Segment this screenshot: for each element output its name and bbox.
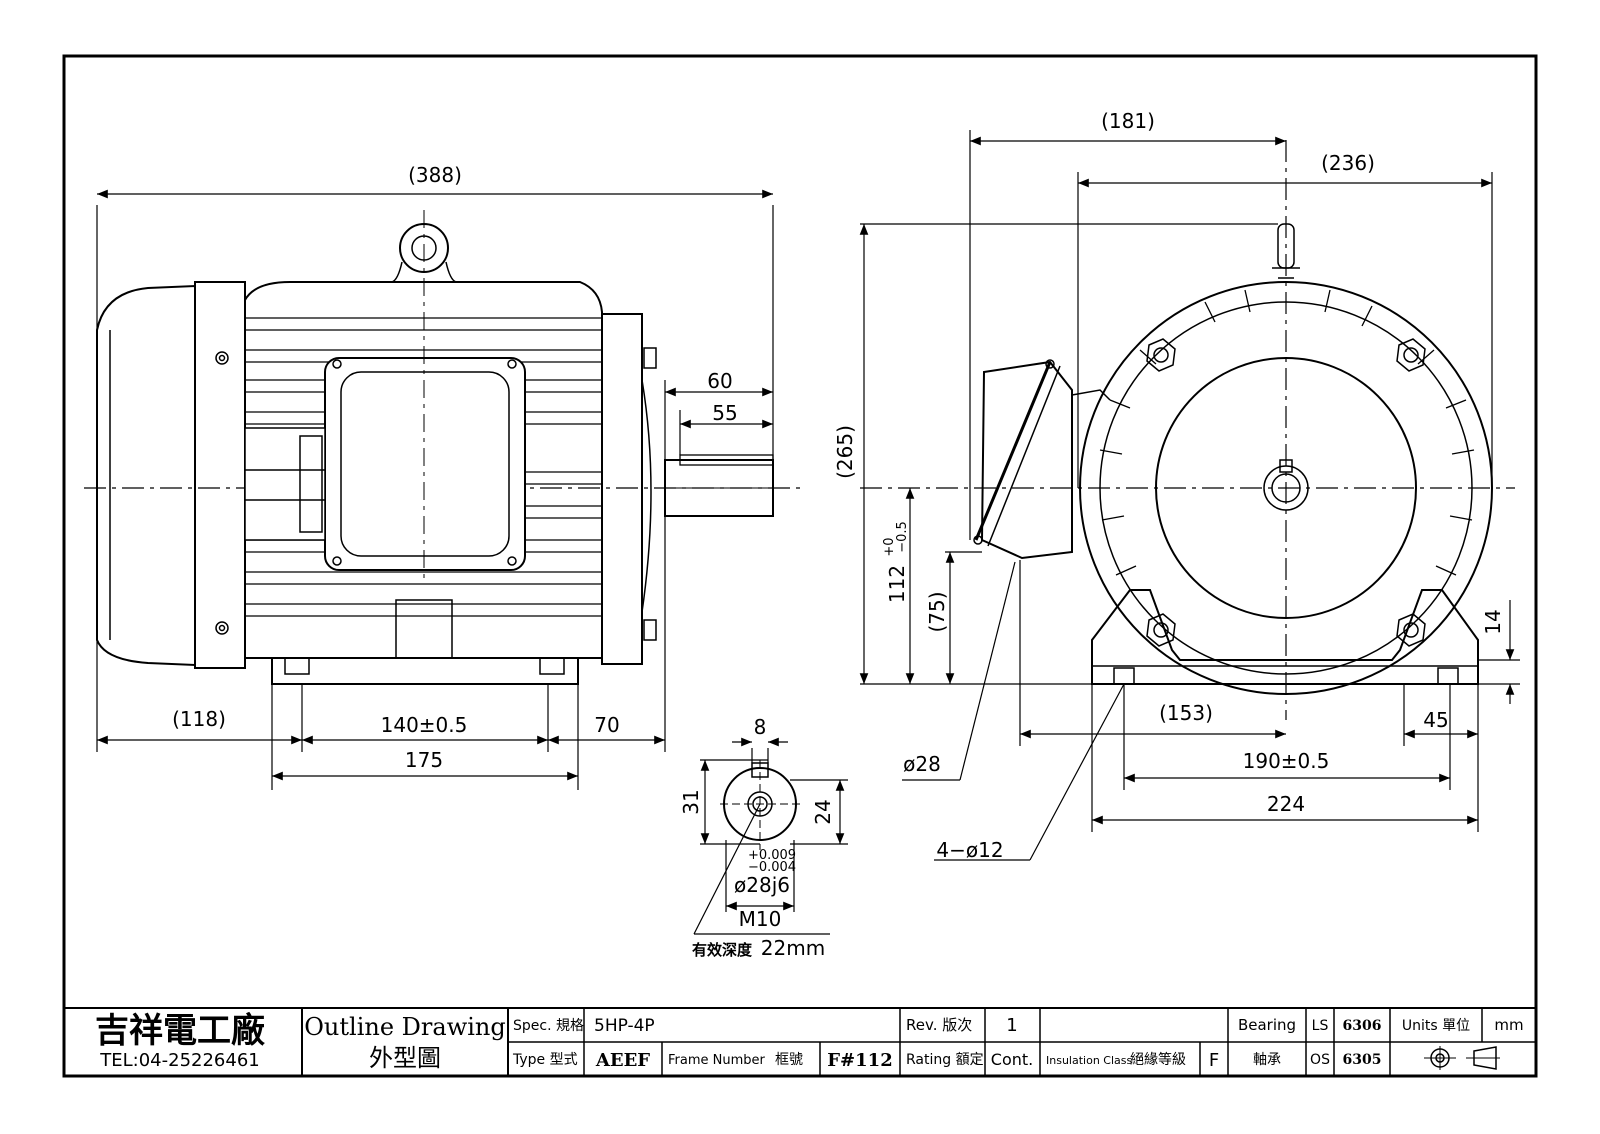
company-tel: TEL:04-25226461 bbox=[99, 1050, 259, 1071]
rating-value: Cont. bbox=[991, 1050, 1033, 1069]
height-265-label: (265) bbox=[833, 425, 857, 479]
bearing-label: Bearing bbox=[1238, 1016, 1296, 1034]
tap-size-label: M10 bbox=[739, 907, 782, 931]
tap-depth-value: 22mm bbox=[761, 936, 825, 960]
shaft-height-tol-upper: +0 bbox=[882, 537, 897, 556]
shaft-detail-labels: 8 31 24 +0.009 −0.004 ø28j6 M10 有效深度 22m… bbox=[679, 715, 835, 960]
shaft-diameter-label: ø28j6 bbox=[734, 873, 790, 897]
fan-cover-length-label: (118) bbox=[172, 707, 226, 731]
foot-hole-spacing-label: 140±0.5 bbox=[381, 713, 468, 737]
shaft-shoulder-label: 70 bbox=[594, 713, 619, 737]
box-dia-label: ø28 bbox=[903, 752, 941, 776]
foot-edge-label: 45 bbox=[1423, 708, 1448, 732]
overall-length-label: (388) bbox=[408, 163, 462, 187]
end-view-labels: (181) (236) (265) 112 +0 −0.5 (75) 14 (1… bbox=[833, 109, 1505, 862]
insulation-label-en: Insulation Class bbox=[1046, 1054, 1132, 1067]
shaft-flat-label: 24 bbox=[811, 799, 835, 824]
width-181-label: (181) bbox=[1101, 109, 1155, 133]
foot-thickness-label: 14 bbox=[1481, 609, 1505, 634]
key-length-label: 55 bbox=[712, 401, 737, 425]
os-value: 6305 bbox=[1343, 1052, 1382, 1068]
box-offset-label: (153) bbox=[1159, 701, 1213, 725]
width-236-label: (236) bbox=[1321, 151, 1375, 175]
drawing-title-zh: 外型圖 bbox=[369, 1044, 441, 1072]
foot-holes-label: 4−ø12 bbox=[936, 838, 1003, 862]
frame-value: F#112 bbox=[827, 1050, 892, 1071]
foot-hole-spacing-190-label: 190±0.5 bbox=[1243, 749, 1330, 773]
shaft-tolerance-lower: −0.004 bbox=[748, 860, 796, 875]
ls-value: 6306 bbox=[1343, 1018, 1382, 1034]
type-value: AEEF bbox=[595, 1050, 650, 1071]
side-view-dimensions bbox=[96, 189, 774, 790]
end-view-dimensions bbox=[859, 130, 1520, 861]
shaft-end-detail bbox=[693, 737, 848, 935]
shaft-height-label: 112 bbox=[885, 565, 909, 603]
spec-value: 5HP-4P bbox=[594, 1016, 655, 1036]
ls-label: LS bbox=[1312, 1018, 1329, 1034]
shaft-tolerance-upper: +0.009 bbox=[748, 848, 796, 863]
title-block-text: 吉祥電工廠 TEL:04-25226461 Outline Drawing 外型… bbox=[95, 1011, 1524, 1072]
key-height-label: 31 bbox=[679, 789, 703, 814]
shaft-length-label: 60 bbox=[707, 369, 732, 393]
side-view bbox=[84, 210, 800, 685]
units-value: mm bbox=[1494, 1016, 1523, 1034]
title-block bbox=[64, 1007, 1536, 1076]
foot-length-label: 175 bbox=[405, 748, 443, 772]
tap-depth-caption: 有效深度 bbox=[692, 941, 753, 959]
side-view-labels: (388) 60 55 (118) 140±0.5 70 175 bbox=[172, 163, 738, 772]
sheet-border bbox=[62, 54, 1538, 1078]
rev-value: 1 bbox=[1006, 1015, 1017, 1036]
frame-label-en: Frame Number bbox=[668, 1053, 766, 1068]
spec-label: Spec. 規格 bbox=[513, 1018, 584, 1034]
insulation-label-zh: 絕緣等級 bbox=[1130, 1051, 1186, 1068]
units-label: Units 單位 bbox=[1402, 1018, 1470, 1034]
company-name: 吉祥電工廠 bbox=[95, 1011, 265, 1051]
rating-label: Rating 額定 bbox=[906, 1052, 984, 1068]
key-width-label: 8 bbox=[754, 715, 767, 739]
foot-width-label: 224 bbox=[1267, 792, 1305, 816]
os-label: OS bbox=[1310, 1052, 1330, 1068]
rev-label: Rev. 版次 bbox=[906, 1016, 972, 1034]
shaft-height-tol-lower: −0.5 bbox=[895, 521, 910, 553]
type-label: Type 型式 bbox=[512, 1052, 578, 1068]
drawing-title-en: Outline Drawing bbox=[304, 1013, 505, 1041]
frame-label-zh: 框號 bbox=[775, 1052, 803, 1068]
box-height-label: (75) bbox=[925, 591, 949, 632]
bearing-label-zh: 軸承 bbox=[1253, 1052, 1281, 1068]
insulation-value: F bbox=[1209, 1050, 1219, 1071]
end-view bbox=[860, 140, 1515, 720]
